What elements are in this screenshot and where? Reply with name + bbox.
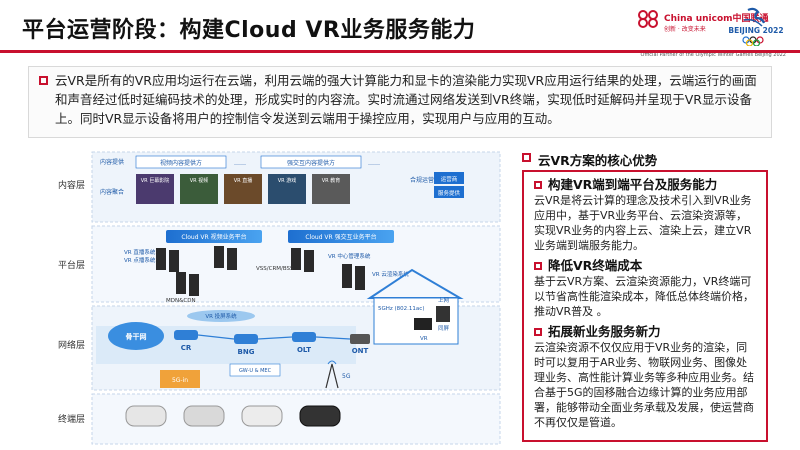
node-olt: OLT — [297, 346, 311, 354]
five-g-in-label: 5G-in — [172, 377, 188, 384]
beijing-2022-logo-icon: BEIJING 2022 — [728, 7, 784, 46]
backbone-label: 骨干网 — [126, 332, 147, 341]
content-tiles: VR 巨幕影院 VR 视频 VR 直播 VR 游戏 VR 教育 — [136, 174, 350, 204]
official-partner-text: Official Partner of the Olympic Winter G… — [640, 52, 786, 58]
provider-video: 视频内容提供方 — [160, 159, 202, 167]
logo-group: China unicom中国联通 创新 · 改变未来 BEIJING 2022 — [626, 6, 786, 48]
advantage-title: 拓展新业务服务新力 — [548, 324, 661, 339]
advantage-title: 降低VR终端成本 — [548, 258, 643, 273]
network-node-icons — [174, 330, 370, 344]
tile-label: VR 教育 — [322, 177, 340, 184]
unicom-name: China unicom中国联通 — [664, 14, 769, 24]
vr-demand-system: VR 点播系统 — [124, 256, 156, 264]
vss-label: VSS/CRM/BSS — [256, 266, 294, 272]
intro-text: 云VR是所有的VR应用均运行在云端，利用云端的强大计算能力和显卡的渲染能力实现V… — [55, 73, 757, 126]
unicom-logo-icon — [638, 10, 658, 28]
ops-label: 合规运营 — [410, 176, 434, 184]
ops-item: 服务提供 — [438, 189, 461, 197]
vr-cloud-system: VR 云渲染系统 — [372, 270, 409, 278]
gw-label: GW-U & MEC — [239, 368, 272, 374]
tile-label: VR 直播 — [234, 177, 252, 184]
node-ont: ONT — [352, 347, 369, 355]
vr-center-system: VR 中心管理系统 — [328, 252, 371, 260]
platform-video: Cloud VR 视频业务平台 — [181, 233, 246, 241]
advantage-item: 构建VR端到端平台及服务能力 云VR是将云计算的理念及技术引入到VR业务应用中，… — [534, 176, 758, 253]
advantages-box: 构建VR端到端平台及服务能力 云VR是将云计算的理念及技术引入到VR业务应用中，… — [522, 170, 768, 442]
ops-item: 运营商 — [441, 175, 458, 183]
provider-dots-1: …… — [234, 160, 246, 167]
advantage-title: 构建VR端到端平台及服务能力 — [548, 177, 718, 192]
page-title: 平台运营阶段：构建Cloud VR业务服务能力 — [22, 18, 476, 43]
tile-label: VR 巨幕影院 — [141, 177, 169, 184]
architecture-diagram: 内容层 平台层 网络层 终端层 内容提供 内容聚合 视频内容提供方 …… 强交互… — [58, 151, 501, 445]
content-provider-label: 内容提供 — [100, 158, 124, 166]
unicom-slogan: 创新 · 改变未来 — [664, 26, 706, 33]
wifi-label: 5GHz (802.11ac) — [378, 306, 424, 312]
vr-delivery-system: VR 投屏系统 — [205, 312, 237, 320]
node-bng: BNG — [238, 348, 255, 356]
advantage-body: 云渲染资源不仅仅应用于VR业务的渲染，同时可以复用于AR业务、物联网业务、图像处… — [534, 341, 754, 429]
advantage-item: 拓展新业务服务新力 云渲染资源不仅仅应用于VR业务的渲染，同时可以复用于AR业务… — [534, 323, 758, 430]
provider-dots-2: …… — [368, 160, 380, 167]
layer-label-network: 网络层 — [58, 339, 85, 351]
server-rack-icons — [156, 246, 365, 296]
five-g-label: 5G — [342, 373, 351, 380]
vr-headset-icons — [125, 405, 341, 427]
home-icon — [366, 268, 464, 345]
tile-label: VR 游戏 — [278, 177, 296, 184]
tile-label: VR 视频 — [190, 177, 208, 184]
bullet-square-icon — [522, 153, 531, 162]
node-cr: CR — [181, 344, 192, 352]
advantages-heading-text: 云VR方案的核心优势 — [538, 153, 658, 168]
header-divider — [0, 50, 800, 53]
bullet-square-icon — [534, 327, 542, 336]
internet-label: 上网 — [438, 296, 450, 304]
advantage-body: 基于云VR方案、云渲染资源能力，VR终端可以节省高性能渲染成本，降低总体终端价格… — [534, 275, 754, 318]
beijing-text: BEIJING 2022 — [728, 26, 783, 35]
advantage-body: 云VR是将云计算的理念及技术引入到VR业务应用中，基于VR业务平台、云渲染资源等… — [534, 194, 752, 252]
layer-label-platform: 平台层 — [58, 259, 85, 271]
provider-interactive: 强交互内容提供方 — [287, 159, 335, 167]
layer-label-content: 内容层 — [58, 179, 85, 191]
vr-home-label: VR — [420, 336, 428, 342]
bullet-square-icon — [39, 76, 48, 85]
platform-interactive: Cloud VR 强交互业务平台 — [305, 233, 376, 241]
cell-tower-icon — [325, 360, 339, 389]
bullet-square-icon — [534, 261, 542, 270]
vr-live-system: VR 直播系统 — [124, 248, 156, 256]
bullet-square-icon — [534, 180, 542, 189]
mdn-label: MDN&CDN — [166, 298, 196, 304]
content-aggregate-label: 内容聚合 — [100, 188, 124, 196]
advantage-item: 降低VR终端成本 基于云VR方案、云渲染资源能力，VR终端可以节省高性能渲染成本… — [534, 257, 758, 319]
iptv-label: 同屏 — [438, 325, 450, 332]
intro-box: 云VR是所有的VR应用均运行在云端，利用云端的强大计算能力和显卡的渲染能力实现V… — [28, 66, 772, 138]
layer-label-terminal: 终端层 — [58, 413, 85, 425]
